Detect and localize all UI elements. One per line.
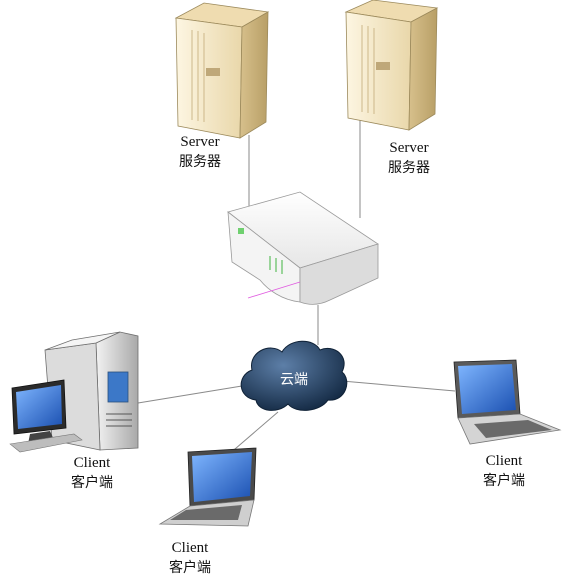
network-switch-icon [227, 191, 379, 305]
client-desktop-label: Client 客户端 [52, 453, 132, 493]
laptop-bottom-icon [158, 447, 257, 527]
server-right-label-en: Server [389, 140, 429, 156]
server-right-icon [344, 0, 439, 131]
server-left-label-zh: 服务器 [179, 154, 221, 170]
server-left-label: Server 服务器 [160, 132, 240, 172]
client-laptop-right-label: Client 客户端 [464, 451, 544, 491]
server-left-icon [174, 2, 270, 139]
link-cloud-laptop-right [341, 380, 456, 392]
client-laptop-right-label-en: Client [485, 453, 523, 469]
desktop-computer-icon [9, 331, 139, 453]
client-desktop-label-zh: 客户端 [71, 475, 113, 491]
client-laptop-bottom-label-en: Client [171, 540, 209, 556]
client-desktop-label-en: Client [73, 455, 111, 471]
server-right-label: Server 服务器 [369, 138, 449, 178]
client-laptop-right-label-zh: 客户端 [483, 473, 525, 489]
connector-lines [137, 118, 456, 456]
cloud-label: 云端 [280, 372, 308, 388]
client-laptop-bottom-label-zh: 客户端 [169, 560, 211, 576]
client-laptop-bottom-label: Client 客户端 [150, 538, 230, 578]
laptop-right-icon [453, 359, 562, 445]
server-left-label-en: Server [180, 134, 220, 150]
link-cloud-desktop [137, 384, 249, 404]
server-right-label-zh: 服务器 [388, 160, 430, 176]
link-cloud-laptop-bottom [227, 411, 279, 456]
cloud-icon [240, 340, 348, 411]
